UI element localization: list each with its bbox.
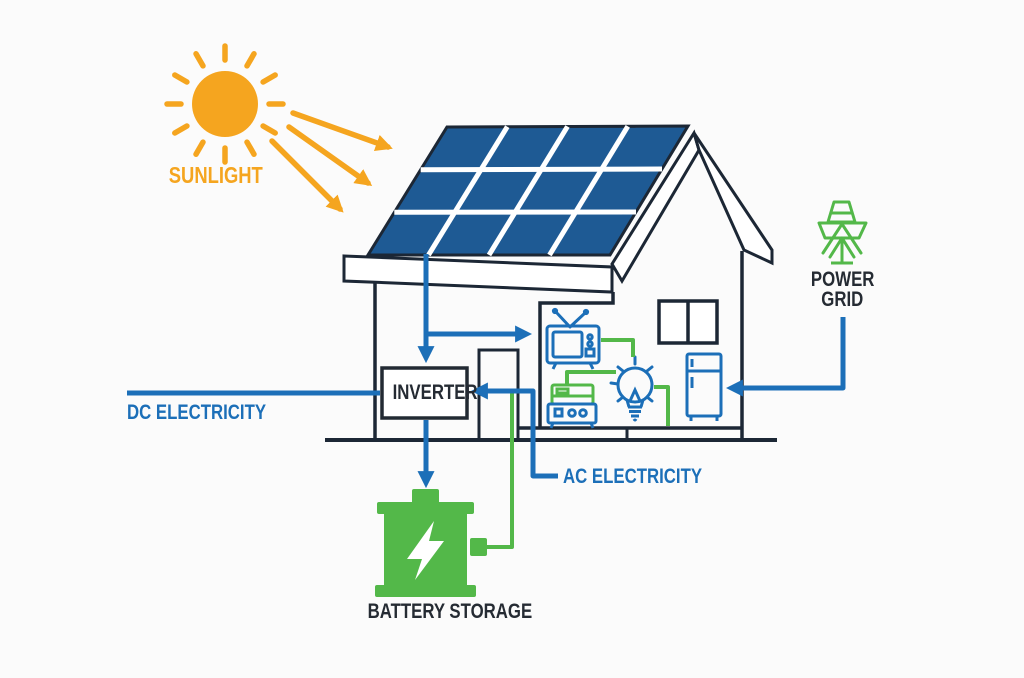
sunlight-label: SUNLIGHT — [168, 162, 264, 188]
room-outline — [538, 292, 615, 428]
solar-panel-icon — [365, 124, 691, 257]
stove-to-bulb-line — [565, 370, 616, 385]
lightning-bolt-icon — [407, 521, 444, 580]
battery-storage-label: BATTERY STORAGE — [367, 600, 533, 623]
inverter-label: INVERTER — [392, 381, 478, 404]
tv-icon — [545, 307, 601, 370]
battery-terminal — [470, 538, 487, 556]
bulb-rays — [609, 355, 654, 403]
power-pylon-icon — [817, 200, 868, 265]
bulb-to-floor-line — [654, 385, 670, 426]
ac-electricity-label: AC ELECTRICITY — [563, 465, 703, 488]
tv-to-bulb-line — [601, 338, 635, 357]
roof-eave-band — [342, 254, 614, 294]
battery-to-ac-line — [487, 393, 514, 549]
bulb-filament — [628, 386, 642, 403]
sun-icon — [164, 43, 393, 213]
power-grid-label-line1: POWER — [810, 268, 875, 291]
power-grid-label-line2: GRID — [821, 288, 864, 311]
dc-electricity-label: DC ELECTRICITY — [127, 401, 267, 424]
refrigerator-icon — [685, 352, 723, 421]
house-icon — [325, 129, 777, 442]
battery-icon — [375, 489, 487, 597]
roof-right-slope — [692, 132, 774, 266]
window-icon — [657, 299, 719, 345]
inverter-box — [380, 366, 469, 420]
light-bulb-icon — [609, 355, 654, 422]
stove-icon — [546, 383, 598, 429]
sunlight-ray-icon — [164, 43, 286, 165]
grid-to-fridge-line — [725, 317, 846, 397]
panel-grid-lines — [394, 125, 663, 257]
ac-electricity-line — [470, 382, 558, 479]
sunlight-arrow-icon — [269, 110, 393, 213]
